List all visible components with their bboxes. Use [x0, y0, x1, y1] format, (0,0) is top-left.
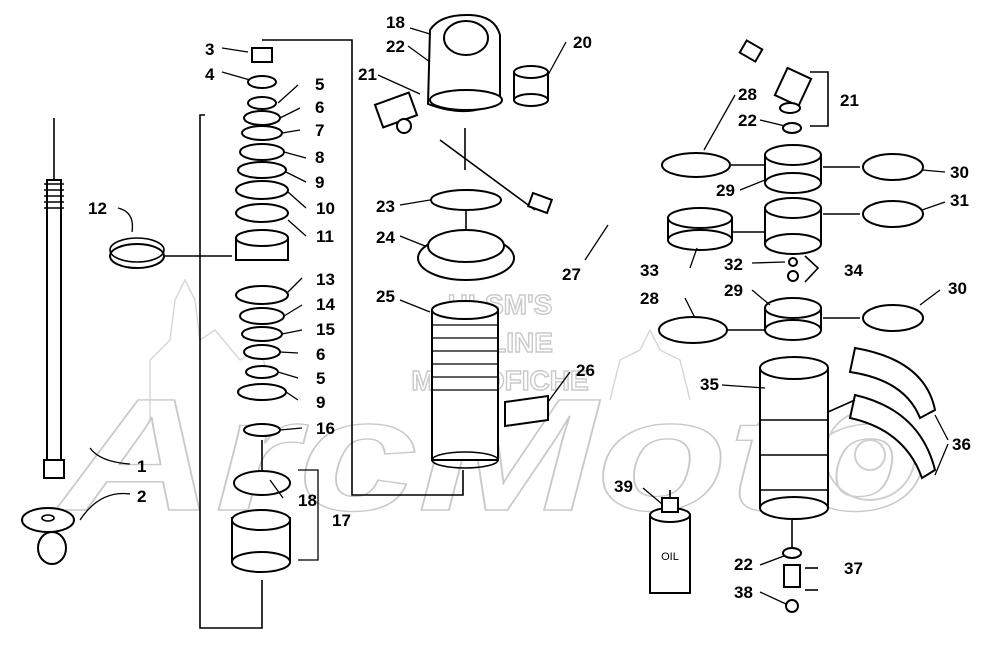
- rod-end-eye: [21, 507, 75, 565]
- valve-fitting: [373, 91, 419, 134]
- callout-13: 13: [316, 270, 335, 289]
- callout-29-top: 29: [716, 181, 735, 200]
- clip-28-lower: [658, 316, 728, 344]
- seal-ring-12: [109, 237, 232, 269]
- reservoir-35: [759, 356, 829, 520]
- reservoir-head: [426, 13, 503, 113]
- callout-15: 15: [316, 320, 335, 339]
- callout-35: 35: [700, 375, 719, 394]
- callout-37: 37: [844, 559, 863, 578]
- damper-shaft: [43, 118, 65, 479]
- callout-32: 32: [724, 255, 743, 274]
- callout-5b: 5: [316, 369, 325, 388]
- leader-lines: [79, 27, 949, 605]
- callout-9: 9: [315, 173, 324, 192]
- callout-30-top: 30: [950, 163, 969, 182]
- callout-20: 20: [573, 33, 592, 52]
- callout-11: 11: [316, 227, 334, 246]
- right-assembly: OIL: [649, 66, 937, 613]
- shield-36b: [848, 393, 937, 480]
- callout-22-bottom: 22: [734, 555, 753, 574]
- stack-bracket: [199, 114, 263, 629]
- ring-30-top: [862, 153, 924, 181]
- bottle-label: OIL: [661, 551, 679, 563]
- ring-33: [667, 207, 733, 251]
- callout-38: 38: [734, 583, 753, 602]
- callout-labels: 1 2 3 4 5 6 7 8 9 10 11 12 13 14 15 6 5 …: [88, 13, 971, 602]
- callout-29-lower: 29: [724, 281, 743, 300]
- bumper-24: [417, 229, 515, 281]
- callout-34: 34: [844, 261, 863, 280]
- callout-39: 39: [614, 477, 633, 496]
- seal-23: [430, 189, 502, 211]
- callout-8: 8: [315, 148, 324, 167]
- cap-29-lower: [764, 297, 822, 341]
- callout-5: 5: [315, 75, 324, 94]
- fitting-21: [773, 66, 813, 114]
- watermark-wheel-hub-icon: [854, 439, 886, 471]
- callout-1: 1: [137, 457, 146, 476]
- callout-28-top: 28: [738, 85, 757, 104]
- callout-21-left: 21: [358, 65, 377, 84]
- ring-31: [862, 200, 924, 228]
- callout-7: 7: [315, 121, 324, 140]
- callout-26: 26: [576, 361, 595, 380]
- callout-30-lower: 30: [948, 279, 967, 298]
- piston-31: [764, 197, 822, 255]
- callout-14: 14: [316, 295, 335, 314]
- washer-stack: [231, 47, 291, 573]
- callout-2: 2: [137, 487, 146, 506]
- left-assembly: [21, 39, 464, 629]
- link-line-left: [262, 39, 464, 496]
- callout-3: 3: [205, 40, 214, 59]
- callout-18-left: 18: [298, 491, 317, 510]
- callout-25: 25: [376, 287, 395, 306]
- clip-28-top: [661, 152, 731, 178]
- callout-9b: 9: [316, 393, 325, 412]
- callout-18-top: 18: [386, 13, 405, 32]
- guide-line: [439, 139, 536, 211]
- callout-6b: 6: [316, 345, 325, 364]
- hose-27: [526, 26, 764, 217]
- callout-6: 6: [315, 98, 324, 117]
- callout-27: 27: [562, 265, 581, 284]
- callout-10: 10: [316, 199, 335, 218]
- callout-24: 24: [376, 228, 395, 247]
- callout-17: 17: [332, 511, 351, 530]
- callout-33: 33: [640, 261, 659, 280]
- callout-4: 4: [205, 65, 215, 84]
- callout-23: 23: [376, 197, 395, 216]
- cap-20: [513, 65, 549, 107]
- callout-22-right: 22: [738, 111, 757, 130]
- body-25: [431, 300, 499, 469]
- callout-16: 16: [316, 419, 335, 438]
- callout-31: 31: [950, 191, 969, 210]
- callout-36: 36: [952, 435, 971, 454]
- callout-22-top: 22: [386, 37, 405, 56]
- ring-30-lower: [862, 304, 924, 332]
- shield-36a: [848, 346, 937, 420]
- callout-12: 12: [88, 199, 107, 218]
- cap-29: [764, 144, 822, 194]
- center-assembly: [373, 13, 549, 469]
- guide-26: [504, 394, 549, 428]
- oil-bottle: OIL: [649, 490, 691, 594]
- callout-21-right: 21: [840, 91, 859, 110]
- callout-28-lower: 28: [640, 289, 659, 308]
